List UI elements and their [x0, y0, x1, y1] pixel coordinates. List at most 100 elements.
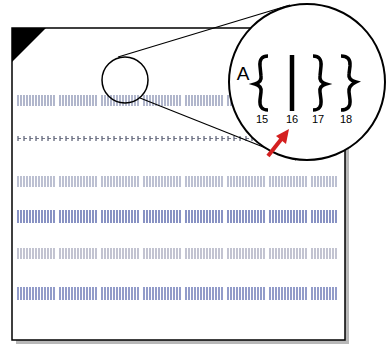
pattern-stroke [206, 287, 207, 300]
pattern-stroke [170, 95, 171, 106]
pattern-stroke [89, 287, 90, 300]
pattern-stroke [167, 248, 168, 259]
pattern-stroke [149, 176, 150, 187]
pattern-stroke [29, 248, 30, 259]
pattern-stroke [215, 176, 216, 187]
pattern-stroke [74, 287, 75, 300]
pattern-stroke [29, 210, 30, 223]
pattern-stroke [188, 95, 189, 106]
pattern-stroke [203, 95, 204, 106]
pattern-stroke [197, 95, 198, 106]
pattern-stroke [71, 248, 72, 259]
pattern-stroke [209, 210, 210, 223]
pattern-stroke [68, 210, 69, 223]
pattern-stroke [158, 248, 159, 259]
pattern-stroke [197, 210, 198, 223]
pattern-stroke [23, 248, 24, 259]
pattern-stroke [299, 248, 300, 259]
pattern-stroke [146, 248, 147, 259]
pattern-stroke [17, 210, 18, 223]
pattern-stroke [296, 287, 297, 300]
pattern-stroke [68, 176, 69, 187]
pattern-stroke [65, 248, 66, 259]
pattern-stroke [149, 210, 150, 223]
pattern-stroke [29, 287, 30, 300]
pattern-stroke [194, 210, 195, 223]
pattern-stroke [116, 95, 117, 106]
pattern-stroke [332, 210, 333, 223]
pattern-stroke [191, 248, 192, 259]
pattern-stroke [284, 287, 285, 300]
pattern-stroke [125, 95, 126, 106]
pattern-stroke [191, 210, 192, 223]
pattern-stroke [185, 95, 186, 106]
pattern-stroke [320, 176, 321, 187]
pattern-stroke [173, 95, 174, 106]
pattern-stroke [89, 95, 90, 106]
pattern-stroke [32, 176, 33, 187]
pattern-stroke [38, 95, 39, 106]
pattern-stroke [110, 248, 111, 259]
pattern-stroke [59, 248, 60, 259]
pattern-stroke [128, 210, 129, 223]
pattern-stroke [92, 95, 93, 106]
pattern-stroke [101, 210, 102, 223]
pattern-stroke [35, 248, 36, 259]
selection-circle [102, 57, 148, 103]
pattern-stroke [314, 287, 315, 300]
pattern-stroke [254, 176, 255, 187]
pattern-stroke [104, 95, 105, 106]
pattern-stroke [278, 210, 279, 223]
pattern-stroke [35, 176, 36, 187]
pattern-stroke [119, 95, 120, 106]
pattern-stroke [158, 287, 159, 300]
pattern-stroke [101, 287, 102, 300]
pattern-stroke [158, 95, 159, 106]
pattern-stroke [272, 176, 273, 187]
pattern-stroke [329, 210, 330, 223]
pattern-stroke [62, 95, 63, 106]
pattern-stroke [77, 176, 78, 187]
pattern-stroke [206, 176, 207, 187]
pattern-stroke [188, 176, 189, 187]
pattern-stroke [305, 210, 306, 223]
pattern-stroke [275, 176, 276, 187]
pattern-stroke [173, 210, 174, 223]
pattern-stroke [167, 95, 168, 106]
pattern-stroke [215, 210, 216, 223]
pattern-stroke [239, 176, 240, 187]
pattern-stroke [317, 176, 318, 187]
pattern-stroke [215, 287, 216, 300]
pattern-stroke [152, 95, 153, 106]
alignment-bar [313, 56, 326, 110]
pattern-stroke [164, 210, 165, 223]
pattern-stroke [50, 95, 51, 106]
pattern-stroke [260, 248, 261, 259]
pattern-stroke [236, 248, 237, 259]
pointer-arrow-head [276, 129, 289, 144]
pattern-stroke [335, 210, 336, 223]
pattern-stroke [80, 248, 81, 259]
pattern-stroke [263, 287, 264, 300]
pattern-stroke [263, 176, 264, 187]
pattern-stroke [251, 248, 252, 259]
pattern-stroke [26, 176, 27, 187]
pattern-stroke [248, 248, 249, 259]
pattern-stroke [206, 210, 207, 223]
pattern-stroke [71, 210, 72, 223]
pattern-stroke [323, 210, 324, 223]
pattern-stroke [230, 248, 231, 259]
pattern-stroke [119, 176, 120, 187]
pattern-stroke [113, 248, 114, 259]
pattern-stroke [122, 248, 123, 259]
pattern-stroke [44, 95, 45, 106]
pattern-stroke [242, 210, 243, 223]
pattern-stroke [170, 287, 171, 300]
pattern-stroke [161, 95, 162, 106]
pattern-stroke [194, 287, 195, 300]
pattern-stroke [20, 287, 21, 300]
pattern-stroke [278, 248, 279, 259]
pattern-stroke [305, 248, 306, 259]
pattern-stroke [218, 248, 219, 259]
pattern-stroke [59, 210, 60, 223]
